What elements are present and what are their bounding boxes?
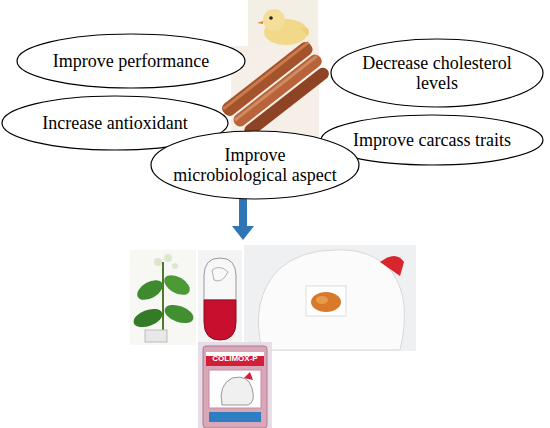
benefit-text: Increase antioxidant — [42, 113, 187, 133]
ellipse-shape — [17, 34, 245, 88]
benefit-text: Improve carcass traits — [353, 130, 511, 150]
ellipse-label-holder: Decrease cholesterol levels — [330, 38, 544, 108]
benefit-text: Improve microbiological aspect — [172, 145, 338, 185]
ellipse-shape — [151, 131, 359, 199]
benefit-ellipse: Improve performance — [16, 33, 246, 89]
plant-image — [130, 250, 196, 345]
benefit-ellipse: Improve microbiological aspect — [150, 130, 360, 200]
benefit-ellipse: Decrease cholesterol levels — [330, 38, 544, 108]
product-name: COLIMOX-P — [212, 354, 257, 363]
blue-arrow — [232, 198, 254, 240]
capsule-image — [198, 250, 242, 346]
ellipse-shape — [331, 39, 543, 107]
ellipse-label-holder: Improve microbiological aspect — [150, 130, 360, 200]
chicken-image — [244, 245, 416, 351]
benefit-text: Improve performance — [53, 51, 209, 71]
ellipse-label-holder: Improve performance — [16, 33, 246, 89]
benefit-text: Decrease cholesterol levels — [352, 53, 522, 93]
package-image — [198, 342, 272, 428]
chick-photo — [248, 0, 318, 46]
